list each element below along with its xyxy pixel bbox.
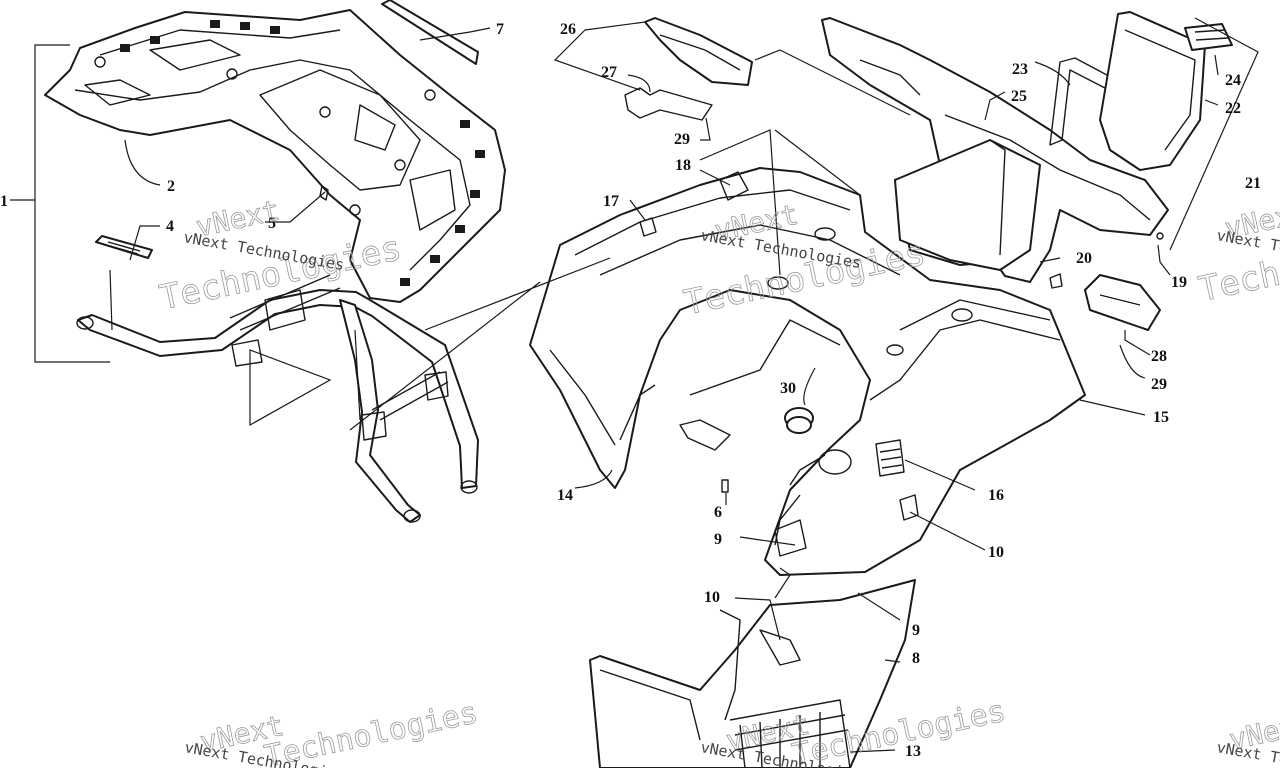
callout-29-top: 29 (674, 131, 690, 148)
callout-6: 6 (714, 504, 722, 521)
callout-5: 5 (268, 215, 276, 232)
reflector-strip (381, 0, 479, 65)
storage-box (821, 11, 1233, 331)
rack-frame (76, 274, 479, 523)
side-panel (624, 17, 753, 121)
callout-14: 14 (557, 487, 573, 504)
leader-lines (10, 17, 1259, 753)
callout-21: 21 (1245, 175, 1261, 192)
callout-28: 28 (1151, 348, 1167, 365)
callout-9-right: 9 (912, 622, 920, 639)
callout-20: 20 (1076, 250, 1092, 267)
callout-19: 19 (1171, 274, 1187, 291)
callout-7: 7 (496, 21, 504, 38)
callout-18: 18 (675, 157, 691, 174)
callout-2: 2 (167, 178, 175, 195)
callout-9-left: 9 (714, 531, 722, 548)
callout-26: 26 (560, 21, 576, 38)
callout-15: 15 (1153, 409, 1169, 426)
screw-5 (319, 185, 329, 201)
decal-plate (95, 235, 153, 259)
footwell (589, 579, 916, 768)
callout-10-right: 10 (988, 544, 1004, 561)
callout-23: 23 (1012, 61, 1028, 78)
callout-27: 27 (601, 64, 617, 81)
callout-1: 1 (0, 193, 8, 210)
callout-4: 4 (166, 218, 174, 235)
callout-10-left: 10 (704, 589, 720, 606)
callout-30: 30 (780, 380, 796, 397)
callout-13: 13 (905, 743, 921, 760)
callout-22: 22 (1225, 100, 1241, 117)
rear-rack (44, 9, 506, 303)
callout-8: 8 (912, 650, 920, 667)
callout-16: 16 (988, 487, 1004, 504)
callout-29-right: 29 (1151, 376, 1167, 393)
callout-17: 17 (603, 193, 619, 210)
callout-24: 24 (1225, 72, 1241, 89)
callout-25: 25 (1011, 88, 1027, 105)
callouts: 1 2 4 5 7 26 27 29 18 17 23 25 24 22 21 … (0, 21, 1261, 760)
rear-fender (529, 167, 1086, 576)
